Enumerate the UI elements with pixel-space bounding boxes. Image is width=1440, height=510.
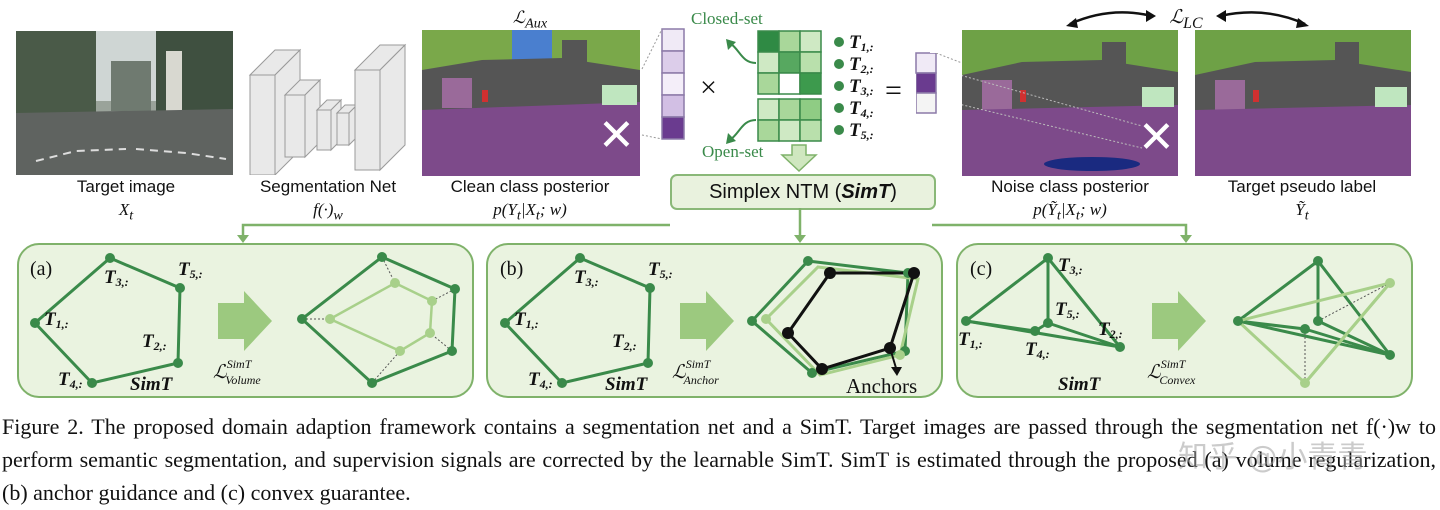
svg-text:T1,:: T1,: <box>514 309 539 331</box>
noise-posterior-map: ✕ <box>962 30 1178 176</box>
row-list <box>834 37 844 135</box>
panel-a-tag: (a) <box>30 258 52 280</box>
target-image <box>16 31 233 175</box>
ntm-closed <box>757 30 822 95</box>
svg-text:T4,:: T4,: <box>849 98 874 120</box>
svg-text:T2,:: T2,: <box>612 331 637 353</box>
simplex-ntm-box: Simplex NTM (SimT) <box>670 174 936 210</box>
svg-text:T5,:: T5,: <box>648 259 673 281</box>
ntm-open <box>757 98 822 142</box>
svg-text:T2,:: T2,: <box>1098 319 1123 341</box>
svg-text:T5,:: T5,: <box>1055 299 1080 321</box>
clean-posterior-symbol: p(Yt|Xt; w) <box>493 200 567 224</box>
arrow-right-icon <box>1152 291 1206 351</box>
noise-vector-rest <box>916 53 963 114</box>
pseudo-label-label: Target pseudo label <box>1227 177 1377 196</box>
panel-c-name: SimT <box>1058 374 1102 395</box>
svg-text:T5,:: T5,: <box>849 120 874 142</box>
panel-b-name: SimT <box>605 374 649 395</box>
svg-text:T1,:: T1,: <box>849 32 874 54</box>
panel-a-name: SimT <box>130 374 174 395</box>
figure: Target image Xt Segmentation Net f(·)w ℒ… <box>16 7 1413 398</box>
noise-posterior-label: Noise class posterior <box>991 177 1149 196</box>
svg-text:T2,:: T2,: <box>849 54 874 76</box>
times-sign: × <box>700 71 717 104</box>
panel-b-tag: (b) <box>500 258 523 280</box>
svg-text:T1,:: T1,: <box>958 329 983 351</box>
svg-text:T3,:: T3,: <box>574 267 599 289</box>
svg-text:T2,:: T2,: <box>142 331 167 353</box>
down-arrow-icon <box>780 144 818 173</box>
anchors-label: Anchors <box>846 374 917 398</box>
clean-vector <box>661 28 685 140</box>
svg-text:T4,:: T4,: <box>528 369 553 391</box>
pseudo-label-map <box>1195 30 1411 176</box>
svg-text:T4,:: T4,: <box>1025 339 1050 361</box>
svg-text:T3,:: T3,: <box>849 76 874 98</box>
clean-posterior-label: Clean class posterior <box>450 177 610 196</box>
svg-text:T4,:: T4,: <box>58 369 83 391</box>
clean-posterior-map: ✕ <box>422 30 640 176</box>
noise-posterior-symbol: p(Ỹt|Xt; w) <box>1033 200 1107 224</box>
aux-loss: ℒAux <box>512 8 548 32</box>
target-image-label: Target image <box>76 177 176 196</box>
svg-text:T3,:: T3,: <box>104 267 129 289</box>
watermark: 知乎 @小青青 <box>1178 440 1368 475</box>
connector-arrows <box>237 208 1192 243</box>
cross-icon: ✕ <box>598 111 635 160</box>
cross-icon: ✕ <box>1138 113 1175 162</box>
segmentation-net-label: Segmentation Net <box>259 177 397 196</box>
open-set-label: Open-set <box>702 142 764 161</box>
segmentation-net-symbol: f(·)w <box>313 200 343 224</box>
ntm-multiplication: × Closed-set Open-set T1,: T2,: T3,: T4,… <box>641 9 930 173</box>
pseudo-label-symbol: Ỹt <box>1295 200 1309 224</box>
lc-arrows <box>1066 10 1309 28</box>
segmentation-net-diagram <box>248 43 407 175</box>
target-image-symbol: Xt <box>118 200 134 224</box>
figure-caption: Figure 2. The proposed domain adaption f… <box>2 414 1436 505</box>
arrow-right-icon <box>680 291 734 351</box>
lc-loss: ℒLC <box>1169 7 1203 32</box>
equals-sign: = <box>885 74 902 107</box>
svg-text:T1,:: T1,: <box>44 309 69 331</box>
svg-text:T3,:: T3,: <box>1058 255 1083 277</box>
panel-c-tag: (c) <box>970 258 992 280</box>
closed-set-label: Closed-set <box>691 9 763 28</box>
arrow-right-icon <box>218 291 272 351</box>
svg-text:T5,:: T5,: <box>178 259 203 281</box>
